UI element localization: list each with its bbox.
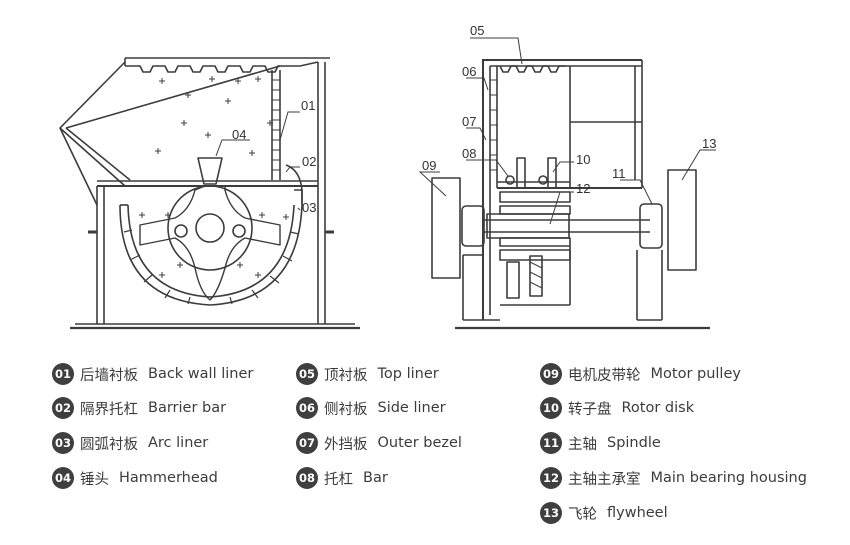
legend-item-11: 11 主轴 Spindle (540, 431, 661, 455)
legend-label-zh: 顶衬板 (324, 367, 368, 384)
legend-item-10: 10 转子盘 Rotor disk (540, 396, 694, 420)
legend-item-02: 02 隔界托杠 Barrier bar (52, 396, 226, 420)
side-section-view (431, 59, 710, 330)
legend-label-en: Main bearing housing (650, 470, 807, 486)
callout-01: 01 (301, 98, 315, 113)
legend-number: 09 (540, 363, 562, 385)
legend-label-en: Side liner (377, 400, 446, 416)
legend-number: 10 (540, 397, 562, 419)
legend-label-en: Top liner (377, 366, 439, 382)
callout-06: 06 (462, 64, 476, 79)
legend-number: 07 (296, 432, 318, 454)
legend-number: 13 (540, 502, 562, 524)
callout-04: 04 (232, 127, 246, 142)
legend-item-13: 13 飞轮 flywheel (540, 501, 668, 525)
callout-08: 08 (462, 146, 476, 161)
callout-09: 09 (422, 158, 436, 173)
legend-label-zh: 外挡板 (324, 436, 368, 453)
legend-label-en: Spindle (607, 435, 661, 451)
legend-number: 12 (540, 467, 562, 489)
legend-label-en: Outer bezel (377, 435, 462, 451)
legend-label-zh: 主轴 (568, 436, 597, 453)
callout-11: 11 (612, 166, 626, 181)
legend-item-01: 01 后墙衬板 Back wall liner (52, 362, 253, 386)
legend-label-en: flywheel (607, 505, 668, 521)
callout-labels: 01 02 03 04 05 06 07 08 09 10 12 11 13 (232, 23, 716, 215)
legend-label-en: Motor pulley (650, 366, 741, 382)
legend-number: 06 (296, 397, 318, 419)
legend-number: 04 (52, 467, 74, 489)
callout-03: 03 (302, 200, 316, 215)
legend-number: 05 (296, 363, 318, 385)
callout-10: 10 (576, 152, 590, 167)
legend-item-05: 05 顶衬板 Top liner (296, 362, 439, 386)
legend-item-09: 09 电机皮带轮 Motor pulley (540, 362, 741, 386)
legend-label-en: Back wall liner (148, 366, 254, 382)
callout-13: 13 (702, 136, 716, 151)
callout-05: 05 (470, 23, 484, 38)
legend-label-zh: 后墙衬板 (80, 367, 138, 384)
callout-02: 02 (302, 154, 316, 169)
legend-item-03: 03 圆弧衬板 Arc liner (52, 431, 208, 455)
legend-label-en: Rotor disk (621, 400, 695, 416)
legend-label-zh: 侧衬板 (324, 401, 368, 418)
legend-label-en: Arc liner (148, 435, 209, 451)
legend-label-zh: 主轴主承室 (568, 471, 641, 488)
legend-number: 11 (540, 432, 562, 454)
legend-label-zh: 电机皮带轮 (568, 367, 641, 384)
legend-item-12: 12 主轴主承室 Main bearing housing (540, 466, 807, 490)
plus-marks-left (139, 76, 289, 278)
legend-label-en: Barrier bar (148, 400, 227, 416)
legend-label-zh: 托杠 (324, 471, 353, 488)
legend-label-zh: 转子盘 (568, 401, 612, 418)
legend-item-08: 08 托杠 Bar (296, 466, 388, 490)
callout-11-12: 12 (576, 181, 590, 196)
legend-item-07: 07 外挡板 Outer bezel (296, 431, 462, 455)
legend-item-04: 04 锤头 Hammerhead (52, 466, 218, 490)
callout-leaders (215, 37, 716, 225)
callout-07: 07 (462, 114, 476, 129)
legend-number: 01 (52, 363, 74, 385)
legend-label-en: Bar (363, 470, 388, 486)
legend-label-en: Hammerhead (119, 470, 218, 486)
legend-number: 02 (52, 397, 74, 419)
legend-label-zh: 圆弧衬板 (80, 436, 138, 453)
legend-label-zh: 隔界托杠 (80, 401, 138, 418)
legend-item-06: 06 侧衬板 Side liner (296, 396, 446, 420)
legend-label-zh: 锤头 (80, 471, 109, 488)
legend-label-zh: 飞轮 (568, 506, 597, 523)
front-section-view (59, 57, 360, 330)
legend-number: 08 (296, 467, 318, 489)
legend-number: 03 (52, 432, 74, 454)
